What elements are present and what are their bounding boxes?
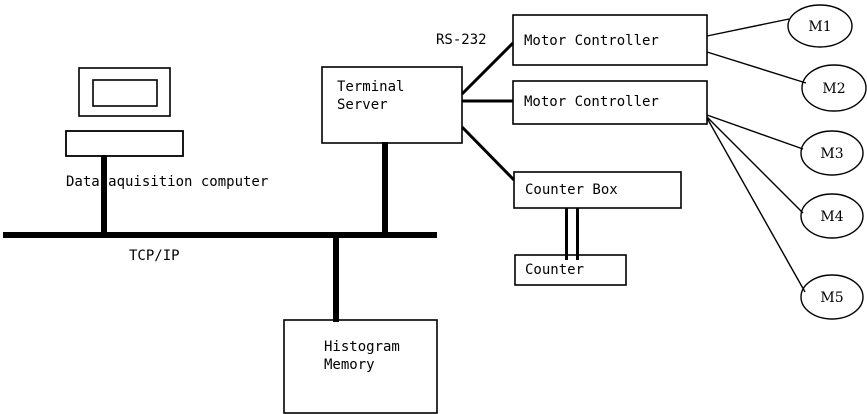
computer-bus-stem [101,155,107,234]
counter-box [514,254,627,286]
rs232-link-label: RS-232 [436,32,487,48]
motor-m5-ellipse [800,274,864,320]
counter-link-line-b [576,208,579,260]
link-motor-controller-2-to-m4 [706,116,804,214]
link-motor-controller-1-to-m1 [706,18,790,37]
motor-m3-label: M3 [820,146,844,162]
motor-controller-1-box [512,14,708,66]
link-terminal-server-to-counter-box [460,125,516,182]
motor-controller-2-label: Motor Controller [524,94,659,110]
tcpip-bus-label: TCP/IP [129,248,180,264]
counter-box-label: Counter Box [525,182,618,198]
histogram-memory-box [283,319,438,414]
motor-m2-ellipse [801,64,867,112]
motor-m1-label: M1 [808,19,832,35]
histogram-memory-label-line1: Histogram [324,339,400,355]
link-motor-controller-2-to-m3 [706,114,804,150]
tcpip-bus-line [3,232,437,238]
link-terminal-server-to-motor-controller-1 [460,41,515,96]
histogram-memory-label-line2: Memory [324,357,375,373]
motor-m4-label: M4 [820,209,844,225]
motor-m2-label: M2 [822,81,846,97]
computer-base [65,130,184,157]
terminal-server-box [321,66,463,144]
motor-m3-ellipse [800,130,864,176]
counter-link-line-a [565,208,568,260]
link-motor-controller-2-to-m5 [706,117,806,293]
motor-m5-label: M5 [820,290,844,306]
computer-monitor-screen [92,79,158,107]
data-acquisition-computer-label: Data aquisition computer [66,174,269,190]
histogram-memory-bus-stem [333,236,339,322]
motor-controller-1-label: Motor Controller [524,33,659,49]
link-motor-controller-1-to-m2 [706,51,807,84]
terminal-server-bus-stem [382,142,388,235]
motor-m4-ellipse [800,193,864,239]
counter-box-box [513,171,682,209]
terminal-server-label-line1: Terminal [337,79,405,95]
computer-monitor-outer [78,67,171,117]
motor-m1-ellipse [787,4,853,48]
counter-label: Counter [525,262,585,278]
terminal-server-label-line2: Server [337,97,388,113]
